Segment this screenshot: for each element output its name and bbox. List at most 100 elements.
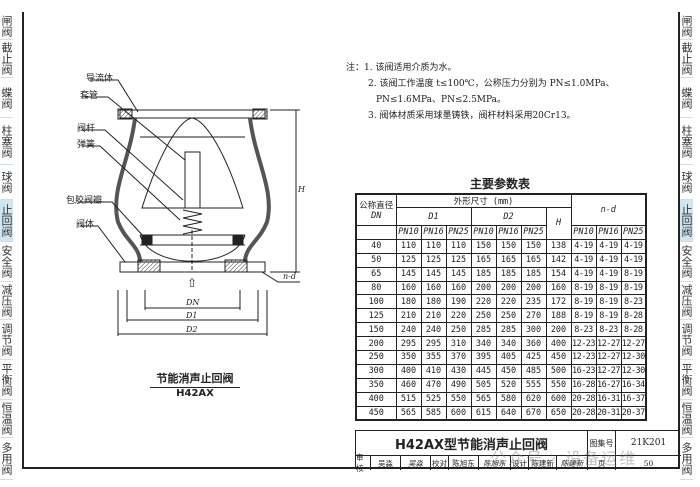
side-tab-7[interactable]: 减压阀 <box>0 282 13 320</box>
table-title: 主要参数表 <box>470 177 531 191</box>
table-cell: 350 <box>395 350 422 365</box>
table-cell: 460 <box>395 377 422 393</box>
side-tab-2[interactable]: 蝶阀 <box>680 78 693 118</box>
table-cell: 185 <box>470 266 497 282</box>
side-tab-4[interactable]: 球阀 <box>0 165 13 200</box>
side-tab-0[interactable]: 闸阀 <box>0 12 13 40</box>
notes-prefix: 注： <box>346 63 365 73</box>
side-tab-2[interactable]: 蝶阀 <box>0 78 13 118</box>
side-tab-10[interactable]: 恒温阀 <box>0 400 13 438</box>
table-cell: 285 <box>470 322 497 338</box>
header-pn: PN16 <box>420 225 447 240</box>
table-cell: 50 <box>355 252 397 268</box>
atlas-label: 图集号 <box>588 431 616 456</box>
side-tab-3[interactable]: 柱塞阀 <box>0 118 13 165</box>
side-tab-1[interactable]: 截止阀 <box>0 40 13 78</box>
side-tab-9[interactable]: 平衡阀 <box>0 360 13 400</box>
table-cell: 20-28 <box>570 391 597 407</box>
drawing-name: H42AX型节能消声止回阀 <box>356 431 588 456</box>
table-cell: 145 <box>445 266 472 282</box>
side-tab-11[interactable]: 多用阀 <box>680 438 693 480</box>
table-cell: 200 <box>470 280 497 296</box>
side-tab-11[interactable]: 多用阀 <box>0 438 13 480</box>
flow-arrow-icon: ⇧ <box>187 276 198 290</box>
table-cell: 425 <box>520 350 547 365</box>
table-cell: 110 <box>445 238 472 254</box>
header-d1: D1 <box>395 207 472 226</box>
side-tab-9[interactable]: 平衡阀 <box>680 360 693 400</box>
table-cell: 160 <box>395 280 422 296</box>
caption-title: 节能消声止回阀 <box>150 370 240 388</box>
table-cell: 270 <box>520 308 547 324</box>
note-2b: PN≤1.6MPa、PN≤2.5MPa。 <box>376 95 507 105</box>
label-sleeve: 套管 <box>80 91 99 101</box>
table-cell: 450 <box>545 350 572 365</box>
table-cell: 445 <box>470 363 497 379</box>
table-cell: 250 <box>445 322 472 338</box>
table-cell: 220 <box>445 308 472 324</box>
atlas-number: 21K201 <box>616 431 681 456</box>
header-pn: PN25 <box>445 225 472 240</box>
table-cell: 395 <box>470 350 497 365</box>
table-cell: 12-30 <box>620 363 647 379</box>
watermark: 公众号 · 设备运维 <box>490 449 638 468</box>
table-cell: 405 <box>495 350 522 365</box>
table-cell: 200 <box>495 280 522 296</box>
table-cell: 8-23 <box>620 294 647 310</box>
table-cell: 185 <box>495 266 522 282</box>
table-cell: 400 <box>395 363 422 379</box>
table-cell: 150 <box>470 238 497 254</box>
side-tab-10[interactable]: 恒温阀 <box>680 400 693 438</box>
table-cell: 650 <box>545 405 572 421</box>
header-dn-label: 公称直径 <box>359 201 394 211</box>
header-pn: PN25 <box>520 225 547 240</box>
side-tab-5[interactable]: 止回阀 <box>680 200 693 242</box>
side-tab-8[interactable]: 调节阀 <box>680 320 693 360</box>
side-tab-7[interactable]: 减压阀 <box>680 282 693 320</box>
table-cell: 565 <box>395 405 422 421</box>
side-tab-6[interactable]: 安全阀 <box>0 242 13 282</box>
table-cell: 525 <box>420 391 447 407</box>
table-cell: 240 <box>395 322 422 338</box>
table-cell: 4-19 <box>595 252 622 268</box>
table-cell: 550 <box>445 391 472 407</box>
table-cell: 600 <box>545 391 572 407</box>
table-cell: 240 <box>420 322 447 338</box>
side-tab-4[interactable]: 球阀 <box>680 165 693 200</box>
table-cell: 20-28 <box>570 405 597 421</box>
table-cell: 8-28 <box>620 322 647 338</box>
table-cell: 220 <box>495 294 522 310</box>
side-tab-5[interactable]: 止回阀 <box>0 200 13 242</box>
table-cell: 142 <box>545 252 572 268</box>
side-tab-0[interactable]: 闸阀 <box>680 12 693 40</box>
side-tab-1[interactable]: 截止阀 <box>680 40 693 78</box>
table-cell: 12-27 <box>595 350 622 365</box>
table-cell: 40 <box>355 238 397 254</box>
side-nav-left: 闸阀截止阀蝶阀柱塞阀球阀止回阀安全阀减压阀调节阀平衡阀恒温阀多用阀 <box>0 12 22 480</box>
table-cell: 165 <box>470 252 497 268</box>
table-cell: 220 <box>470 294 497 310</box>
table-cell: 400 <box>545 336 572 352</box>
side-tab-3[interactable]: 柱塞阀 <box>680 118 693 165</box>
table-cell: 172 <box>545 294 572 310</box>
checker-signature: 陈旭东 <box>479 456 511 470</box>
table-cell: 190 <box>445 294 472 310</box>
header-pn: PN25 <box>620 225 647 240</box>
side-tab-6[interactable]: 安全阀 <box>680 242 693 282</box>
table-cell: 8-19 <box>620 280 647 296</box>
table-cell: 16-27 <box>595 377 622 393</box>
table-cell: 150 <box>355 322 397 338</box>
table-cell: 125 <box>355 308 397 324</box>
table-cell: 295 <box>420 336 447 352</box>
side-tab-8[interactable]: 调节阀 <box>0 320 13 360</box>
dim-h: H <box>298 185 305 194</box>
table-cell: 110 <box>420 238 447 254</box>
